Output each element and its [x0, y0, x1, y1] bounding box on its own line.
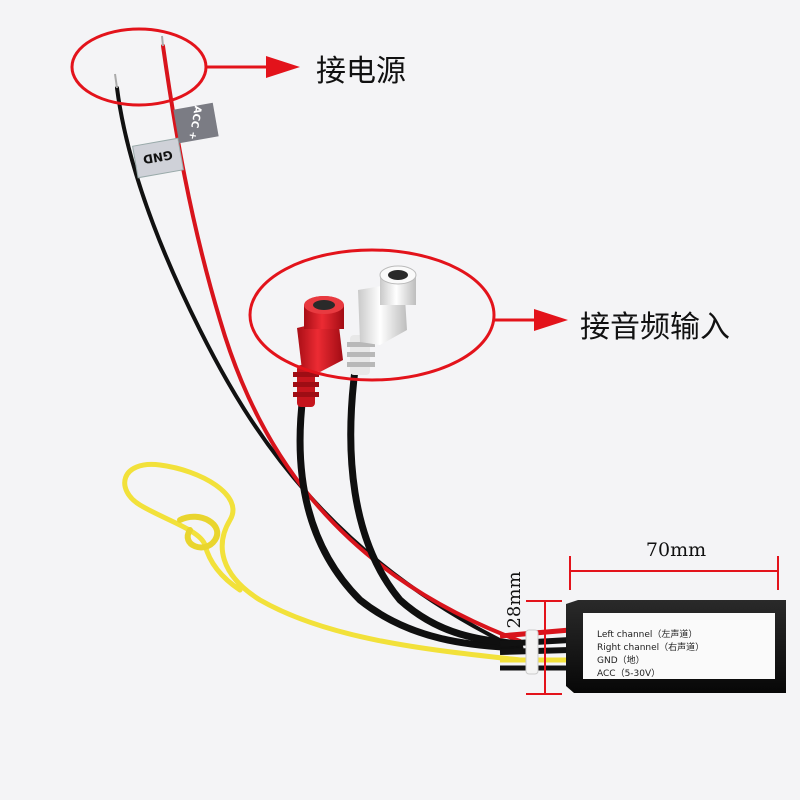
red-wire-tip — [161, 35, 164, 47]
width-dimension-label: 70mm — [646, 539, 706, 561]
yellow-wire-knot — [177, 513, 221, 551]
module-label-line4: ACC（5-30V） — [597, 668, 660, 679]
audio-callout-circle — [248, 248, 496, 382]
audio-input-label: 接音频输入 — [580, 310, 730, 345]
module-label-line2: Right channel（右声道） — [597, 641, 704, 653]
module-label-line3: GND（地） — [597, 654, 645, 666]
yellow-wire — [122, 462, 523, 663]
power-callout-arrow — [206, 56, 300, 78]
gnd-tag-text: GND — [142, 148, 174, 167]
power-connection-label: 接电源 — [316, 54, 406, 89]
width-dimension — [569, 556, 779, 590]
audio-callout-arrow — [494, 309, 568, 331]
black-wire-tip — [114, 73, 118, 89]
converter-module: Left channel（左声道） Right channel（右声道） GND… — [566, 600, 786, 693]
module-label-line1: Left channel（左声道） — [597, 628, 697, 640]
white-rca-plug — [347, 265, 417, 375]
acc-wire-tag: ACC + — [173, 102, 219, 144]
cable-bundle — [499, 627, 571, 675]
white-rca-cable — [347, 366, 524, 648]
height-dimension — [526, 600, 562, 695]
height-dimension-label: 28mm — [504, 571, 525, 628]
power-callout-circle — [70, 27, 208, 107]
red-rca-plug — [293, 296, 344, 407]
gnd-wire-tag: GND — [131, 137, 185, 179]
red-rca-cable — [296, 391, 524, 652]
